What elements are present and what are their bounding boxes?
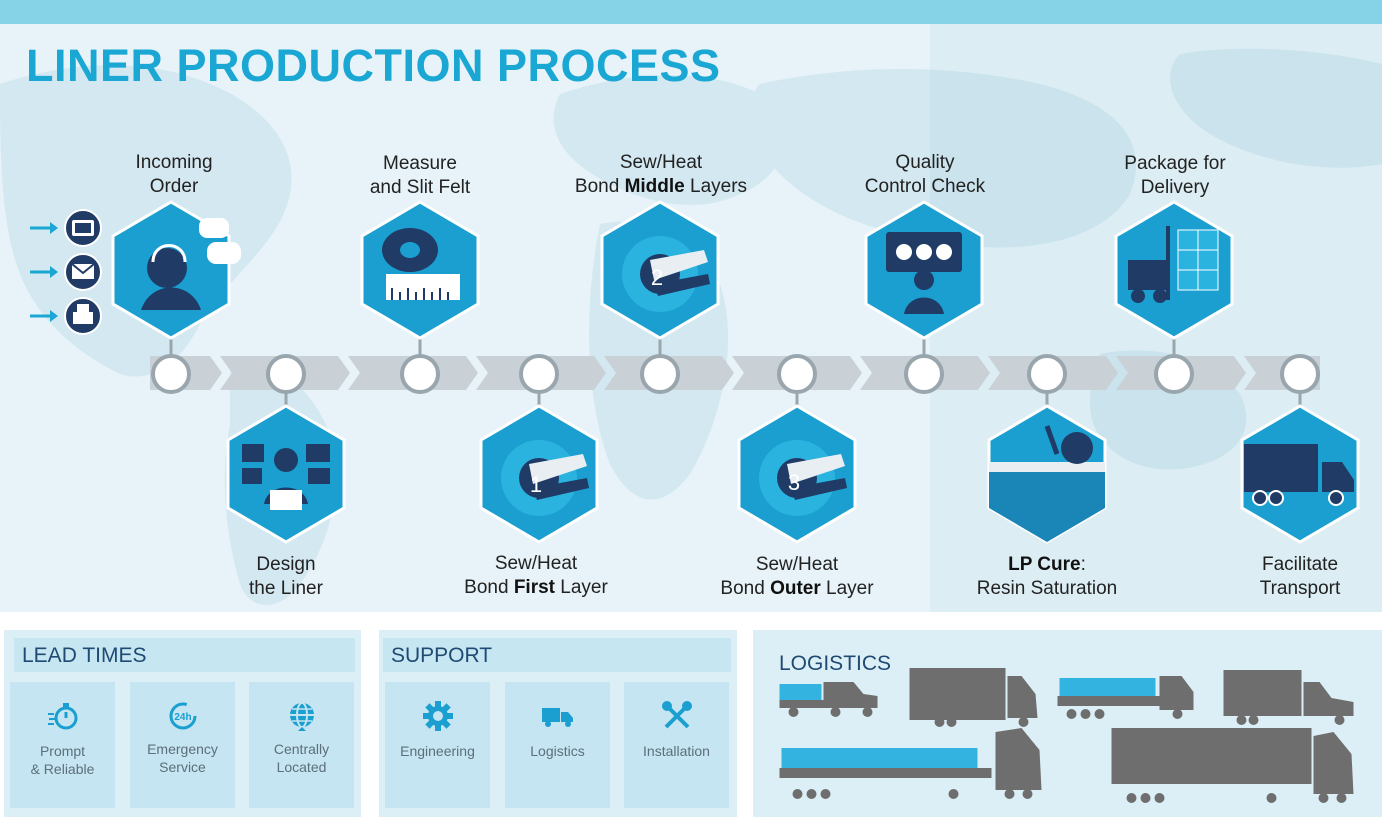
incoming-order-hex [111, 200, 241, 340]
first-layer-hex [479, 404, 599, 544]
logistics-card: Logistics [505, 682, 610, 808]
support-heading: SUPPORT [391, 644, 493, 667]
box-truck-icon [909, 668, 1038, 727]
top-strip [0, 0, 1382, 24]
lp-cure-hex [987, 404, 1107, 544]
timeline-node-6 [777, 354, 817, 394]
info-panels: LEAD TIMES Prompt& Reliable 24h Emergenc… [0, 612, 1382, 817]
step-label-outer-layer: Sew/Heat Bond Outer Layer [720, 554, 874, 599]
timeline-node-9 [1154, 354, 1194, 394]
semi-flatbed-icon [779, 728, 1042, 799]
step-label-first-layer: Sew/Heat Bond First Layer [464, 553, 608, 598]
timeline-node-3 [400, 354, 440, 394]
truck-icon [542, 708, 573, 727]
layer-number-2: 2 [651, 265, 663, 290]
pickup-trailer-icon [779, 682, 878, 717]
incoming-channels [30, 222, 58, 322]
logistics-panel: LOGISTICS [753, 630, 1382, 817]
outer-layer-hex [737, 404, 857, 544]
quality-control-hex [864, 200, 984, 340]
support-header: SUPPORT [383, 638, 731, 672]
layer-number-3: 3 [788, 470, 800, 495]
timeline-node-10 [1280, 354, 1320, 394]
stopwatch-icon [48, 703, 78, 730]
lead-times-header: LEAD TIMES [14, 638, 355, 672]
middle-layers-hex [600, 200, 720, 340]
logistics-heading: LOGISTICS [779, 652, 892, 675]
prompt-reliable-card: Prompt& Reliable [10, 682, 115, 808]
engineering-card: Engineering [385, 682, 490, 808]
timeline-node-4 [519, 354, 559, 394]
fax-icon [64, 297, 102, 335]
page-title: LINER PRODUCTION PROCESS [26, 40, 721, 91]
installation-card: Installation [624, 682, 729, 808]
truck-fleet-illustration [779, 668, 1354, 803]
facilitate-transport-hex [1240, 404, 1360, 544]
timeline-node-5 [640, 354, 680, 394]
measure-slit-hex [360, 200, 480, 340]
delivery-truck-icon [1223, 670, 1354, 725]
lead-times-panel: LEAD TIMES Prompt& Reliable 24h Emergenc… [4, 630, 361, 817]
timeline-track [150, 356, 1320, 390]
support-panel: SUPPORT Engineering Logistics [379, 630, 737, 817]
globe-icon [290, 702, 314, 731]
design-liner-hex [226, 404, 346, 544]
step-label-lp-cure: LP Cure: Resin Saturation [976, 554, 1118, 599]
svg-text:24h: 24h [174, 712, 191, 723]
timeline-node-8 [1027, 354, 1067, 394]
step-label-middle-layers: Sew/Heat Bond Middle Layers [574, 152, 748, 197]
gear-icon [423, 701, 453, 731]
24h-icon: 24h [169, 702, 197, 730]
wrench-screwdriver-icon [662, 701, 692, 729]
lead-times-heading: LEAD TIMES [22, 644, 147, 667]
timeline-node-7 [904, 354, 944, 394]
package-delivery-hex [1114, 200, 1234, 340]
timeline-node-1 [151, 354, 191, 394]
email-icon [64, 253, 102, 291]
flatbed-truck-icon [1057, 676, 1194, 719]
semi-box-truck-icon [1111, 728, 1354, 803]
process-timeline: 1 2 3 [30, 200, 1360, 544]
timeline-node-2 [266, 354, 306, 394]
layer-number-1: 1 [530, 472, 542, 497]
phone-icon [64, 209, 102, 247]
